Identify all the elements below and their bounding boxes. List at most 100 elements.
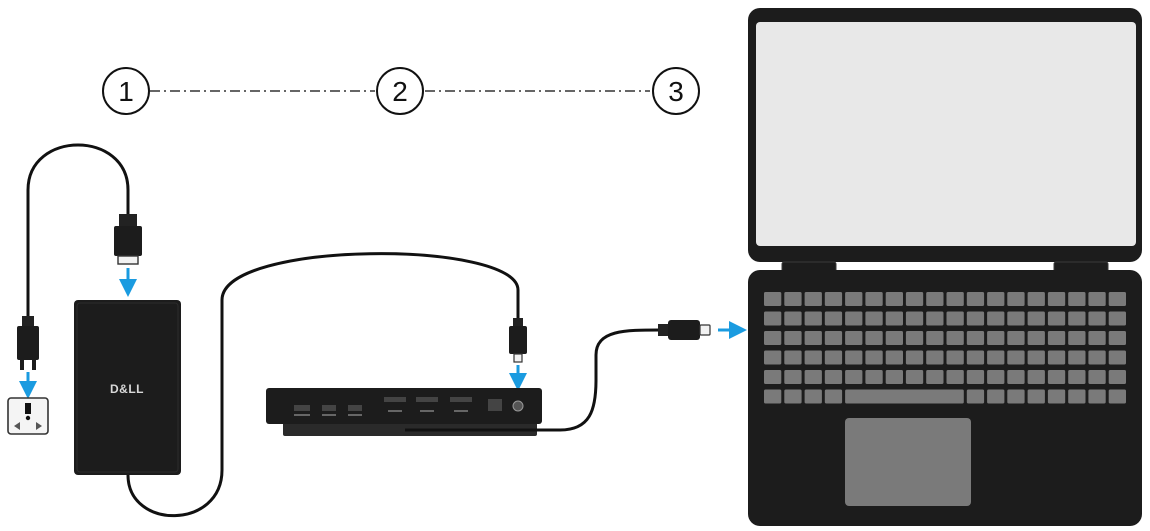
dock-port-ethernet — [488, 399, 502, 411]
keyboard-key — [926, 331, 944, 345]
dock-port-usb-2 — [416, 397, 438, 402]
keyboard-key — [784, 311, 802, 326]
step-number-1: 1 — [118, 76, 134, 107]
keyboard-key — [764, 331, 782, 345]
laptop-keyboard — [764, 292, 1126, 404]
keyboard-key — [1027, 311, 1045, 326]
keyboard-key — [1068, 311, 1086, 326]
adapter-brand-logo: D&LL — [110, 382, 144, 396]
keyboard-key — [885, 292, 903, 306]
keyboard-key — [966, 331, 985, 345]
keyboard-key — [1088, 350, 1106, 365]
keyboard-key — [885, 370, 903, 384]
keyboard-key — [1088, 389, 1106, 404]
keyboard-key — [966, 370, 985, 384]
keyboard-key — [865, 311, 883, 326]
keyboard-key — [784, 370, 802, 384]
keyboard-key — [885, 350, 903, 365]
keyboard-key — [946, 311, 964, 326]
keyboard-key — [1047, 292, 1066, 306]
keyboard-key — [1088, 292, 1106, 306]
keyboard-key — [764, 370, 782, 384]
keyboard-key — [1108, 389, 1126, 404]
keyboard-key — [804, 389, 822, 404]
step-badge-3: 3 — [652, 67, 700, 115]
keyboard-key — [1007, 389, 1025, 404]
dock-port-dp-1 — [322, 405, 336, 411]
keyboard-key — [845, 311, 863, 326]
keyboard-key — [1068, 350, 1086, 365]
keyboard-key — [987, 311, 1005, 326]
keyboard-key — [845, 370, 863, 384]
keyboard-key — [1047, 331, 1066, 345]
keyboard-key — [885, 331, 903, 345]
keyboard-key — [1068, 389, 1086, 404]
keyboard-key — [865, 292, 883, 306]
dock-port-hdmi — [294, 405, 310, 411]
dock-port-usb-1 — [384, 397, 406, 402]
keyboard-key — [784, 389, 802, 404]
keyboard-key — [1027, 350, 1045, 365]
keyboard-key — [784, 331, 802, 345]
keyboard-key — [1027, 370, 1045, 384]
keyboard-key — [946, 350, 964, 365]
keyboard-key — [1027, 389, 1045, 404]
keyboard-key — [1007, 331, 1025, 345]
keyboard-key — [804, 331, 822, 345]
keyboard-key — [1047, 389, 1066, 404]
wall-outlet-icon — [7, 397, 49, 435]
keyboard-key — [824, 311, 843, 326]
keyboard-key — [865, 370, 883, 384]
keyboard-key — [966, 389, 985, 404]
keyboard-key — [987, 350, 1005, 365]
keyboard-key — [905, 370, 924, 384]
keyboard-key — [824, 292, 843, 306]
keyboard-key — [784, 292, 802, 306]
step-badge-1: 1 — [102, 67, 150, 115]
keyboard-key — [905, 311, 924, 326]
keyboard-key — [1068, 370, 1086, 384]
keyboard-key — [865, 331, 883, 345]
step-number-3: 3 — [668, 76, 684, 107]
keyboard-key — [1027, 292, 1045, 306]
dock-power-plug — [509, 318, 527, 363]
keyboard-key — [1088, 311, 1106, 326]
keyboard-key — [905, 292, 924, 306]
adapter-to-dock-cable — [126, 252, 520, 518]
keyboard-key — [987, 331, 1005, 345]
keyboard-key — [1027, 331, 1045, 345]
keyboard-key — [1108, 350, 1126, 365]
keyboard-key — [966, 311, 985, 326]
keyboard-key — [1108, 292, 1126, 306]
keyboard-key — [845, 389, 964, 404]
keyboard-key — [966, 350, 985, 365]
step-number-2: 2 — [392, 76, 408, 107]
keyboard-key — [926, 292, 944, 306]
keyboard-key — [804, 292, 822, 306]
keyboard-key — [764, 311, 782, 326]
keyboard-key — [1108, 370, 1126, 384]
keyboard-key — [1088, 370, 1106, 384]
keyboard-key — [1007, 370, 1025, 384]
keyboard-key — [987, 292, 1005, 306]
keyboard-key — [1068, 292, 1086, 306]
keyboard-key — [784, 350, 802, 365]
keyboard-key — [845, 331, 863, 345]
keyboard-key — [1007, 350, 1025, 365]
keyboard-key — [926, 350, 944, 365]
step-badge-2: 2 — [376, 67, 424, 115]
keyboard-key — [804, 350, 822, 365]
keyboard-key — [764, 292, 782, 306]
keyboard-key — [1047, 311, 1066, 326]
power-adapter: D&LL — [74, 300, 181, 475]
keyboard-key — [1108, 331, 1126, 345]
keyboard-key — [804, 311, 822, 326]
power-cord — [26, 143, 130, 318]
keyboard-key — [926, 370, 944, 384]
keyboard-key — [824, 389, 843, 404]
keyboard-key — [1007, 311, 1025, 326]
keyboard-key — [1047, 350, 1066, 365]
docking-station — [266, 388, 542, 436]
keyboard-key — [824, 331, 843, 345]
